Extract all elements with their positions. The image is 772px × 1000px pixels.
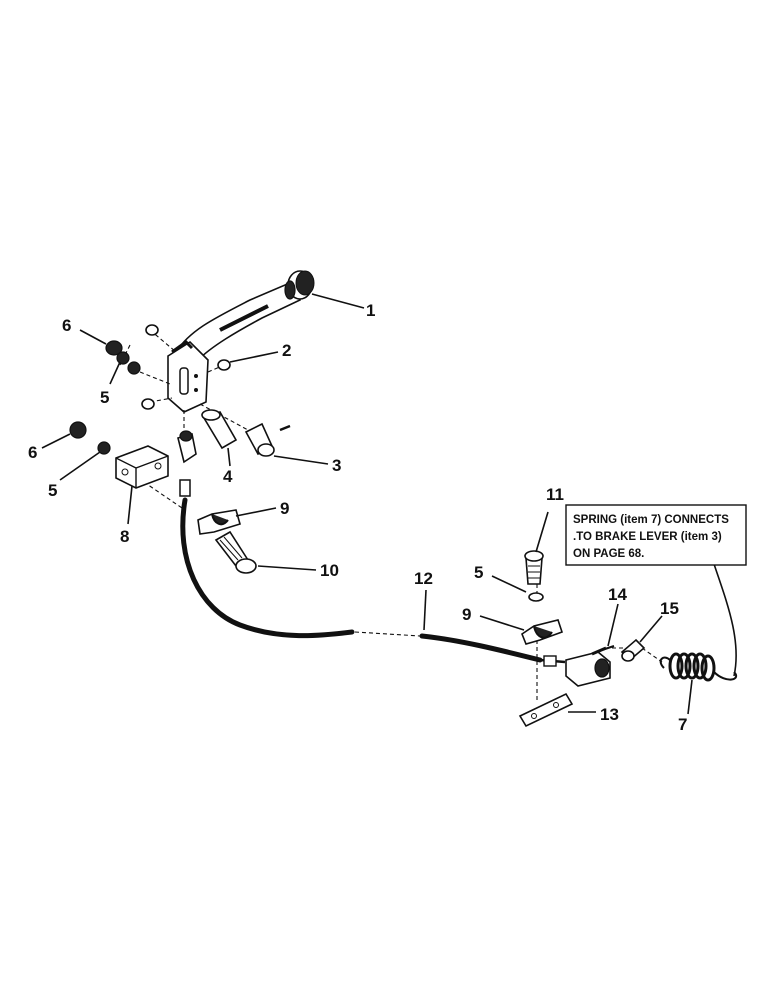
callout-7: 7 — [678, 715, 687, 734]
lever-pin — [244, 422, 291, 457]
leader-11 — [535, 511, 549, 553]
nut-upper — [105, 324, 231, 410]
assembly-line — [641, 647, 663, 663]
cable-clamp — [197, 509, 241, 535]
assembly-line — [354, 631, 421, 637]
callout-1: 1 — [366, 301, 375, 320]
spring-note: SPRING (item 7) CONNECTS .TO BRAKE LEVER… — [565, 504, 747, 566]
bolt-11 — [524, 550, 544, 585]
brake-lever-handle — [174, 270, 315, 361]
callout-6b: 6 — [28, 443, 37, 462]
leader-14 — [607, 603, 619, 647]
callout-11: 11 — [546, 485, 564, 504]
leader-3 — [273, 455, 329, 465]
leader-9a — [235, 507, 277, 517]
callout-5b: 5 — [48, 481, 57, 500]
callout-2: 2 — [282, 341, 291, 360]
leader-12 — [423, 589, 427, 631]
leader-9b — [479, 615, 525, 631]
nut-lower — [69, 421, 111, 455]
note-line-2: .TO BRAKE LEVER (item 3) — [573, 531, 722, 543]
leader-7 — [687, 679, 693, 715]
callout-5a: 5 — [100, 388, 109, 407]
assembly-line — [199, 403, 249, 431]
callout-12: 12 — [414, 569, 433, 588]
brake-cable-rear — [419, 633, 543, 663]
note-line-3: ON PAGE 68. — [573, 548, 644, 560]
callout-8: 8 — [120, 527, 129, 546]
clevis-pin — [201, 409, 238, 450]
clevis-pin-15 — [620, 638, 646, 662]
lever-bracket — [167, 340, 209, 413]
spring — [659, 652, 737, 682]
callout-10: 10 — [320, 561, 339, 580]
assembly-line — [207, 365, 223, 373]
cable-clamp-rear — [521, 619, 564, 645]
assembly-line — [149, 329, 177, 353]
mounting-block — [115, 445, 169, 489]
callout-9b: 9 — [462, 605, 471, 624]
leader-5a — [109, 361, 121, 385]
callout-6a: 6 — [62, 316, 71, 335]
leader-8 — [127, 485, 133, 525]
brake-cable — [180, 497, 355, 639]
bolt-10 — [214, 530, 257, 574]
leader-6b — [41, 433, 71, 449]
rear-clevis — [565, 646, 611, 687]
leader-15 — [639, 615, 663, 643]
note-line-1: SPRING (item 7) CONNECTS — [573, 514, 729, 526]
assembly-line — [139, 371, 171, 385]
cable-clevis — [177, 430, 197, 497]
leader-5c — [491, 575, 527, 593]
callout-13: 13 — [600, 705, 619, 724]
leader-6a — [79, 329, 107, 345]
callout-15: 15 — [660, 599, 679, 618]
callout-14: 14 — [608, 585, 627, 604]
spring-connection-line — [713, 563, 737, 677]
mounting-plate — [518, 692, 574, 728]
leader-5b — [59, 451, 101, 481]
leader-4 — [227, 447, 231, 467]
callout-5c: 5 — [474, 563, 483, 582]
callout-9a: 9 — [280, 499, 289, 518]
callout-3: 3 — [332, 456, 341, 475]
leader-2 — [229, 351, 279, 363]
callout-4: 4 — [223, 467, 233, 486]
leader-10 — [257, 565, 317, 571]
assembly-line — [119, 344, 131, 366]
cotter-pin — [595, 645, 615, 653]
washer — [528, 592, 544, 602]
leader-1 — [311, 293, 365, 309]
